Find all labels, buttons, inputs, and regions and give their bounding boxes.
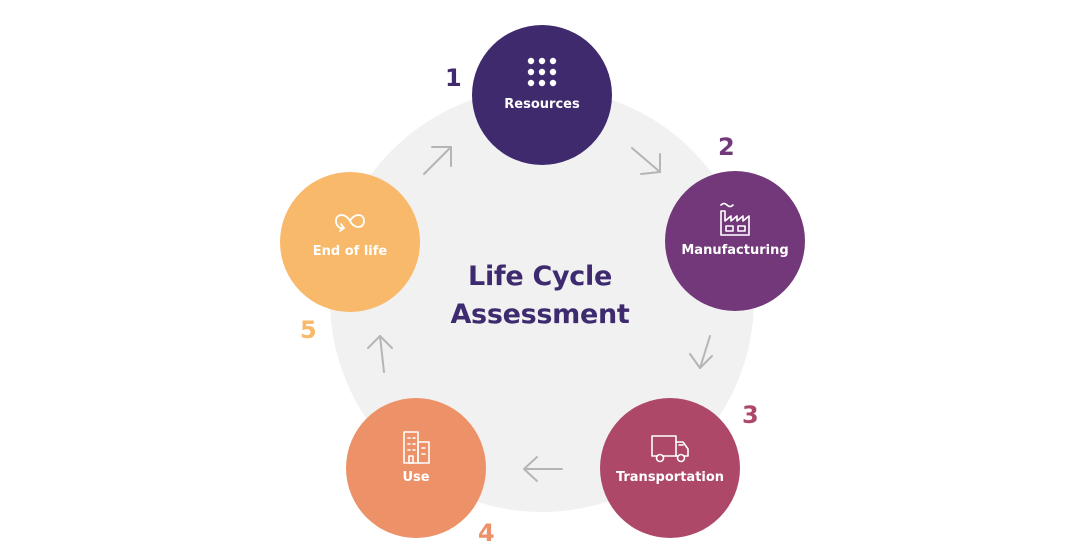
stage-number-1: 1 [445,64,462,92]
stage-label-transportation: Transportation [615,470,725,485]
stage-end-of-life: End of life [280,172,420,312]
arrow-transportation-to-use [522,449,563,489]
diagram-title: Life Cycle Assessment [440,258,640,334]
stage-label-end-of-life: End of life [312,244,388,259]
stage-label-manufacturing: Manufacturing [681,243,789,258]
stage-transportation: Transportation [600,398,740,538]
arrow-use-to-end-of-life [362,334,402,374]
stage-label-resources: Resources [504,97,580,112]
stage-number-2: 2 [718,133,735,161]
stage-manufacturing: Manufacturing [665,171,805,311]
truck-icon [646,428,694,466]
arrow-end-of-life-to-resources [418,140,458,180]
diagram-title-line-1: Life Cycle [468,261,612,292]
stage-resources: Resources [472,25,612,165]
stage-number-4: 4 [478,519,495,547]
stage-number-5: 5 [300,316,317,344]
factory-icon [711,201,759,239]
diagram-title-line-2: Assessment [450,299,630,330]
arrow-manufacturing-to-transportation [684,332,724,372]
stage-number-3: 3 [742,401,759,429]
infinity-icon [326,202,374,240]
arrow-resources-to-manufacturing [627,142,667,182]
buildings-icon [392,428,440,466]
grid-dots-icon [518,55,566,93]
stage-use: Use [346,398,486,538]
stage-label-use: Use [402,470,430,485]
